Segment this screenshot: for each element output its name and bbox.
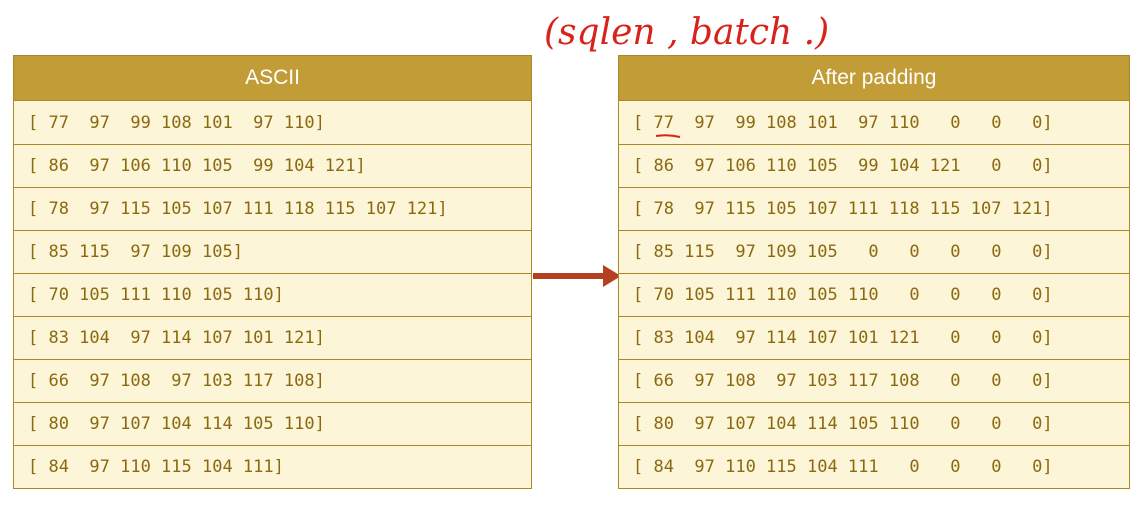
table-row: [ 83 104 97 114 107 101 121 0 0 0]: [619, 316, 1129, 359]
table-row: [ 77 97 99 108 101 97 110]: [14, 101, 531, 144]
after-padding-table-body: [ 77 97 99 108 101 97 110 0 0 0] [ 86 97…: [619, 101, 1129, 488]
table-row: [ 70 105 111 110 105 110 0 0 0 0]: [619, 273, 1129, 316]
table-row: [ 78 97 115 105 107 111 118 115 107 121]: [14, 187, 531, 230]
table-row: [ 80 97 107 104 114 105 110]: [14, 402, 531, 445]
after-padding-table: After padding [ 77 97 99 108 101 97 110 …: [618, 55, 1130, 489]
ascii-table-body: [ 77 97 99 108 101 97 110] [ 86 97 106 1…: [14, 101, 531, 488]
table-row: [ 66 97 108 97 103 117 108 0 0 0]: [619, 359, 1129, 402]
table-row: [ 77 97 99 108 101 97 110 0 0 0]: [619, 101, 1129, 144]
table-row: [ 84 97 110 115 104 111]: [14, 445, 531, 488]
handwritten-annotation: (sqlen , batch .): [544, 12, 829, 53]
table-row: [ 85 115 97 109 105]: [14, 230, 531, 273]
table-row: [ 78 97 115 105 107 111 118 115 107 121]: [619, 187, 1129, 230]
right-arrow-icon: [533, 265, 621, 287]
table-row: [ 80 97 107 104 114 105 110 0 0 0]: [619, 402, 1129, 445]
table-row: [ 85 115 97 109 105 0 0 0 0 0]: [619, 230, 1129, 273]
after-padding-table-header: After padding: [619, 56, 1129, 101]
ascii-table-header: ASCII: [14, 56, 531, 101]
annotation-text: (sqlen , batch .): [544, 12, 829, 53]
ascii-table: ASCII [ 77 97 99 108 101 97 110] [ 86 97…: [13, 55, 532, 489]
table-row: [ 66 97 108 97 103 117 108]: [14, 359, 531, 402]
table-row: [ 86 97 106 110 105 99 104 121 0 0]: [619, 144, 1129, 187]
table-row: [ 86 97 106 110 105 99 104 121]: [14, 144, 531, 187]
table-row: [ 70 105 111 110 105 110]: [14, 273, 531, 316]
table-row: [ 83 104 97 114 107 101 121]: [14, 316, 531, 359]
table-row: [ 84 97 110 115 104 111 0 0 0 0]: [619, 445, 1129, 488]
handwritten-underline: [655, 134, 681, 138]
